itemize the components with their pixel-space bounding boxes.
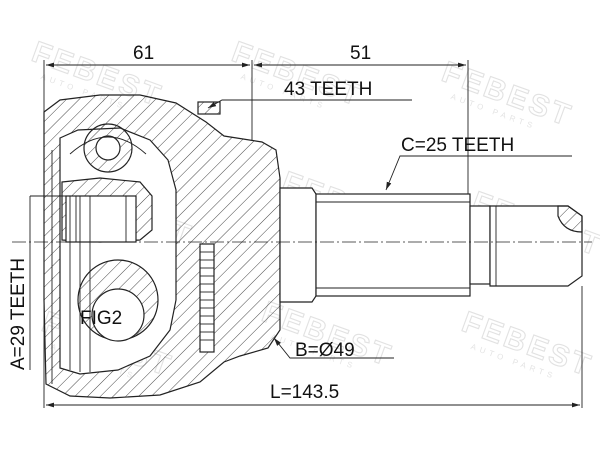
outer-housing (43, 94, 281, 399)
dimension-61-label: 61 (133, 43, 154, 64)
overall-length-label: L=143.5 (270, 382, 339, 403)
dimension-lines (29, 60, 583, 408)
abs-tone-ring (199, 243, 215, 353)
abs-ring-teeth-label: 43 TEETH (284, 79, 372, 100)
leader-lines (207, 99, 572, 359)
inner-spline-label: A=29 TEETH (8, 258, 29, 370)
stub-shaft (279, 187, 583, 303)
outer-spline-label: C=25 TEETH (401, 135, 514, 156)
dimension-51-label: 51 (350, 43, 371, 64)
figure-ref-label: FIG2 (80, 308, 122, 329)
abs-ring-diameter-label: B=Ø49 (295, 340, 355, 361)
